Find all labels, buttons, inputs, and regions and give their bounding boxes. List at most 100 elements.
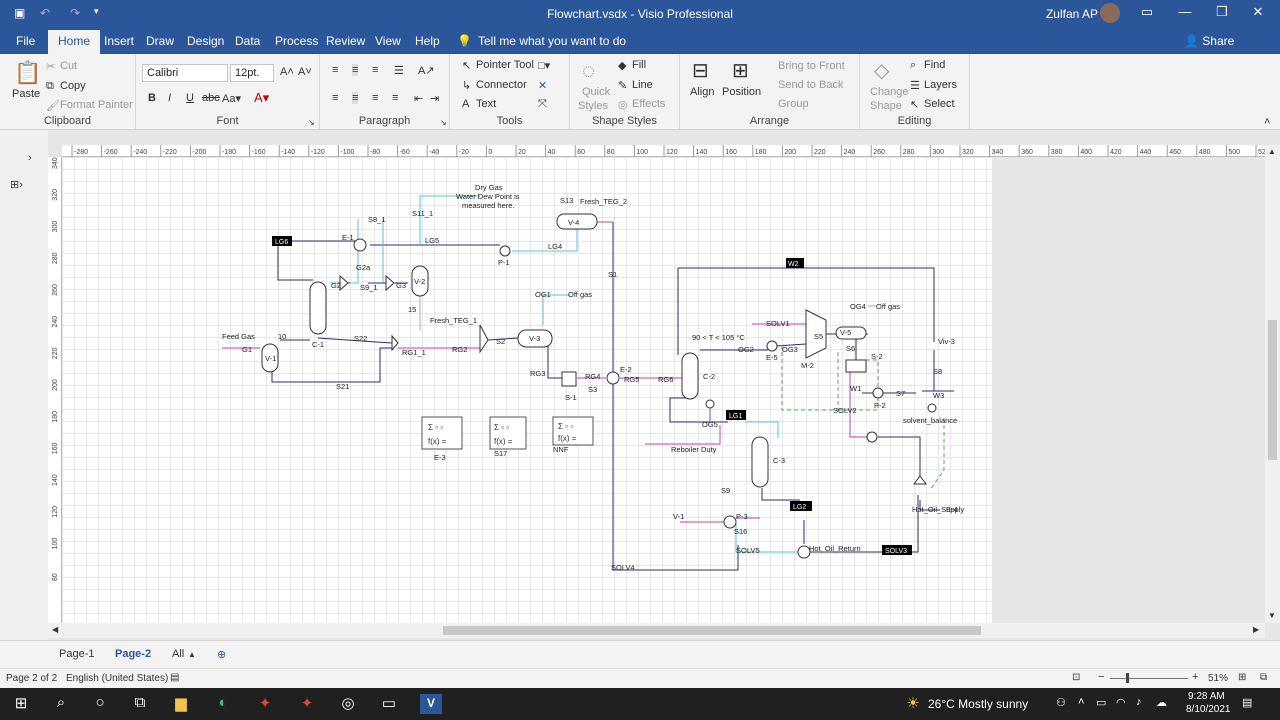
zoom-in-icon[interactable]: + [1192,671,1199,683]
close-icon[interactable]: ✕ [1252,4,1264,19]
drawing-page[interactable] [62,157,992,623]
diagram-label[interactable]: S9_1 [360,283,378,292]
redo-icon[interactable]: ↷ [70,6,81,20]
select-icon[interactable]: ↖ [910,99,920,111]
weather-icon[interactable]: ☀ [906,695,920,712]
diagram-label[interactable]: E-1 [342,233,354,242]
undo-icon[interactable]: ↶ [40,6,51,20]
diagram-label[interactable]: LG5 [425,236,439,245]
network-icon[interactable]: ▭ [1096,697,1107,709]
app-icon-4[interactable]: ▭ [381,695,397,712]
diagram-label[interactable]: SOLV5 [736,546,760,555]
app-icon-3[interactable]: ◎ [341,695,355,712]
text-tool-icon[interactable]: A [462,98,470,110]
line-button[interactable]: Line [632,79,653,91]
tab-insert[interactable]: Insert [104,34,135,48]
fit-window-icon[interactable]: ⊞ [1238,672,1247,683]
effects-button[interactable]: Effects [632,98,666,110]
minimize-icon[interactable]: — [1178,4,1192,19]
group-button[interactable]: Group [778,98,809,110]
cortana-icon[interactable]: ○ [95,694,105,711]
cut-icon[interactable]: ✂ [46,61,56,73]
diagram-label[interactable]: V-1 [265,354,276,363]
quick-styles-icon[interactable]: ◌ [582,58,596,83]
tag-w2[interactable]: W2 [788,261,799,268]
diagram-label[interactable]: S9 [721,486,730,495]
diagram-label[interactable]: S17 [494,449,507,458]
customize-qat-icon[interactable]: ▾ [94,6,99,16]
bring-to-front-button[interactable]: Bring to Front [778,60,845,72]
pointer-tool-icon[interactable]: ↖ [462,60,472,72]
wifi-icon[interactable]: ◠ [1116,697,1126,709]
diagram-label[interactable]: Off gas [876,302,900,311]
diagram-label[interactable]: Water Dew Point is [456,192,520,201]
tab-home[interactable]: Home [48,30,101,54]
diagram-label[interactable]: measured here. [462,201,515,210]
scroll-up-icon[interactable]: ▲ [1268,147,1276,156]
change-label[interactable]: Change [870,86,909,98]
italic-icon[interactable]: I [168,92,172,104]
diagram-label[interactable]: S1 [608,270,617,279]
bullets-icon[interactable]: ☰ [394,65,404,77]
close-x-icon[interactable]: ✕ [538,80,548,92]
clock-time[interactable]: 9:28 AM [1188,691,1225,702]
diagram-label[interactable]: RG3 [530,369,545,378]
tab-data[interactable]: Data [235,34,261,48]
align-button[interactable]: Align [690,86,715,98]
diagram-label[interactable]: Hot_Oil_Return [809,544,861,553]
app-icon-2[interactable]: ✦ [300,695,314,712]
align-middle-icon[interactable]: ≡ [352,64,359,76]
onedrive-icon[interactable]: ☁ [1156,697,1167,709]
vertical-scroll-thumb[interactable] [1268,320,1277,460]
connector-button[interactable]: Connector [476,79,527,91]
align-left-icon[interactable]: ≡ [332,92,339,104]
effects-icon[interactable]: ◎ [618,99,628,111]
diagram-label[interactable]: Viv-3 [938,337,955,346]
font-name-box[interactable]: Calibri [142,64,228,82]
diagram-label[interactable]: E-5 [766,353,778,362]
zoom-slider-thumb[interactable] [1126,673,1129,683]
diagram-label[interactable]: S-2 [871,352,883,361]
find-button[interactable]: Find [924,59,946,71]
diagram-label[interactable]: NNF [553,445,569,454]
diagram-label[interactable]: P-2 [874,401,886,410]
people-icon[interactable]: ⚇ [1056,697,1066,709]
macro-icon[interactable]: ▤ [170,672,180,683]
diagram-label[interactable]: W3 [933,391,944,400]
font-size-box[interactable]: 12pt. [230,64,274,82]
diagram-label[interactable]: LG4 [548,242,562,251]
pds-block-icon[interactable]: Σ ▫ ▫ [428,423,443,432]
connection-point-icon[interactable]: ⤧ [538,98,547,110]
visio-icon[interactable]: V [420,694,442,714]
diagram-label[interactable]: S-1 [565,393,577,402]
diagram-label[interactable]: S5 [814,332,823,341]
align-bottom-icon[interactable]: ≡ [372,64,379,76]
increase-indent-icon[interactable]: ⇥ [430,93,440,105]
diagram-label[interactable]: solvent_balance [903,416,957,425]
position-button[interactable]: Position [722,86,762,98]
change-shape-icon[interactable]: ◇ [874,60,890,82]
tab-review[interactable]: Review [326,34,366,48]
horizontal-scroll-thumb[interactable] [443,626,981,635]
diagram-label[interactable]: G3 [396,281,406,290]
quick-label[interactable]: Quick [582,86,611,98]
paste-button[interactable]: Paste [12,88,41,100]
find-icon[interactable]: ⌕ [910,59,917,71]
tab-process[interactable]: Process [275,34,319,48]
pointer-tool-button[interactable]: Pointer Tool [476,59,534,71]
strikethrough-icon[interactable]: abc [202,92,220,104]
horizontal-scrollbar[interactable]: ◀ ▶ [48,623,1265,638]
diagram-label[interactable]: Fresh_TEG_1 [430,316,477,325]
diagram-label[interactable]: Hot_Oil_Supply [912,505,964,514]
diagram-label[interactable]: S7 [896,389,905,398]
format-painter-button[interactable]: Format Painter [60,99,133,111]
diagram-label[interactable]: SOLV1 [766,319,790,328]
copy-icon[interactable]: ⧉ [46,80,54,92]
diagram-label[interactable]: RG6 [658,375,673,384]
file-explorer-icon[interactable]: ▆ [175,695,187,712]
diagram-label[interactable]: OG2 [738,345,754,354]
diagram-label[interactable]: S3 [588,385,597,394]
diagram-label[interactable]: E-2 [620,365,632,374]
diagram-label[interactable]: E-4 [946,505,958,514]
